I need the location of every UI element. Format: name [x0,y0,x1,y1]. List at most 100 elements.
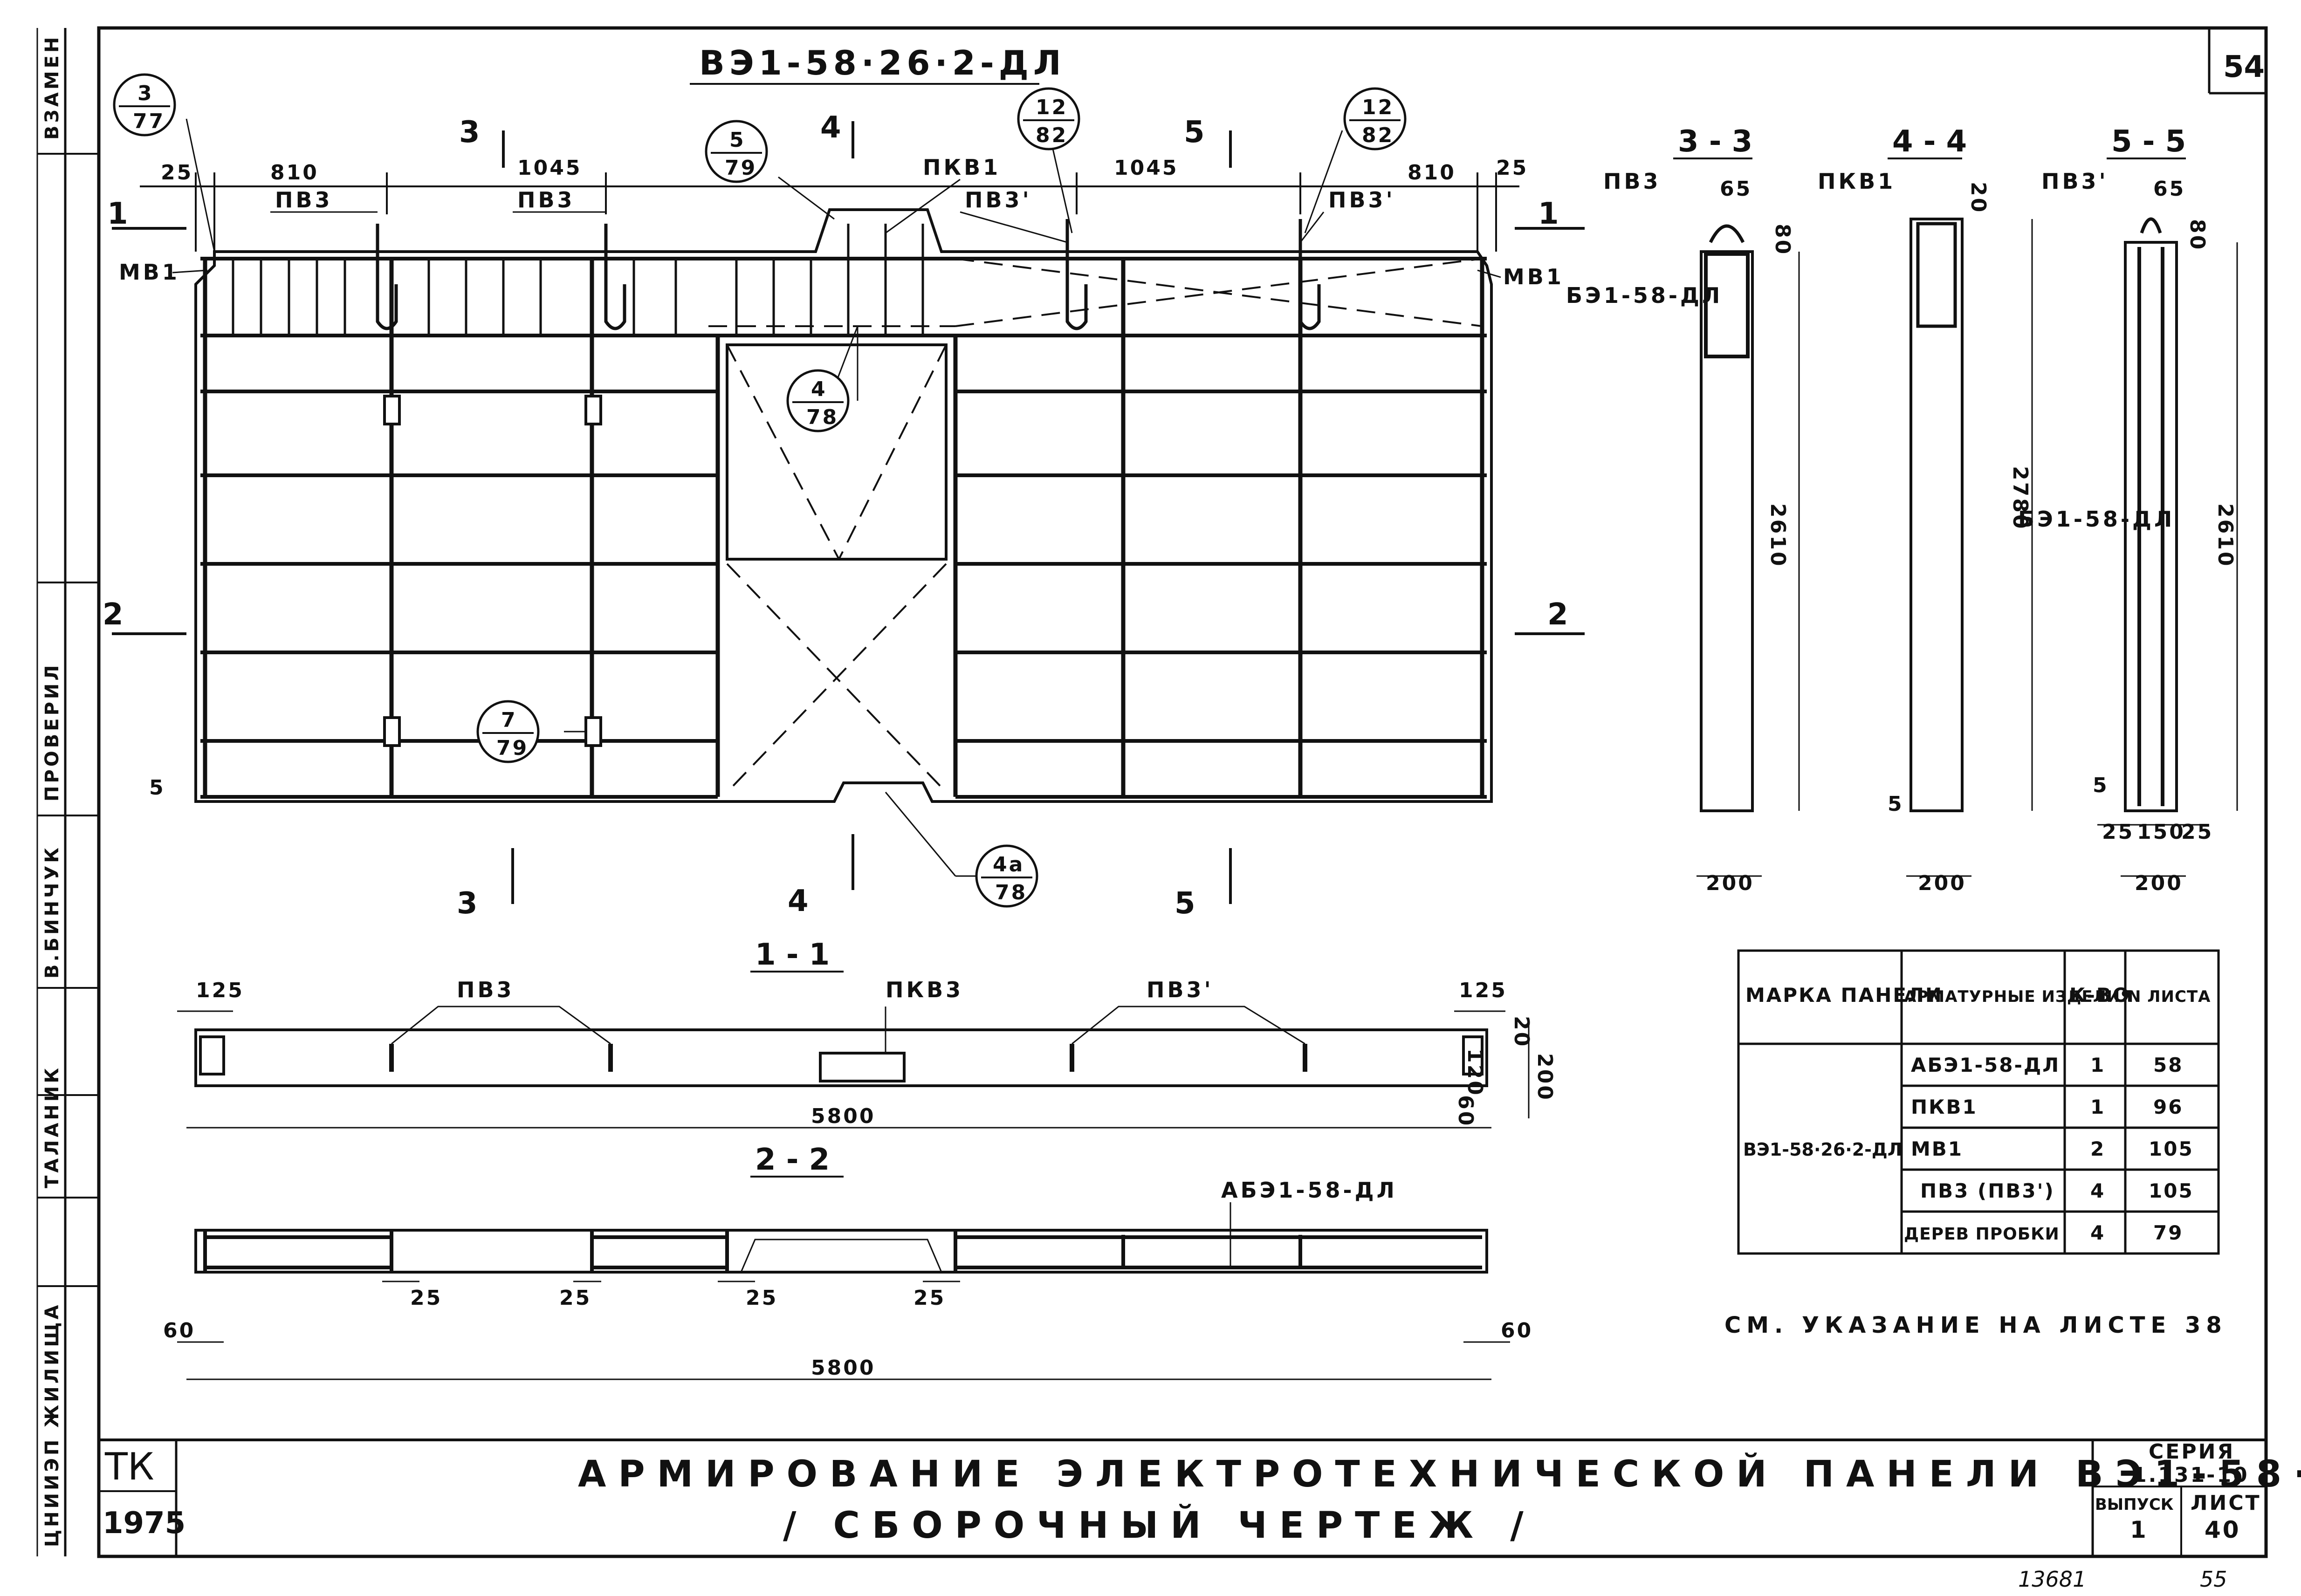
sec55-label-side: БЭ1-58-ДЛ [2018,507,2175,532]
sec11-title: 1 - 1 [755,938,830,972]
table-row-3-item: ПВ3 (ПВ3') [1920,1179,2055,1202]
sec55-dim-b2: 25 [2181,820,2213,844]
top-dimension [140,172,1519,252]
series-value: 1.131-10 [2132,1463,2249,1487]
sec44-height: 2780 [2008,466,2032,530]
sec11-dim-r3: 60 [1454,1095,1477,1127]
sec55-dim-b1: 150 [2137,820,2185,844]
callout-2-top: 12 [1036,96,1068,119]
callout-0-top: 3 [137,82,154,105]
label-mv1-right: МВ1 [1503,264,1564,289]
side-strip: ВЗАМЕН ПРОВЕРИЛ В.БИНЧУК ТАЛАНИК ЦНИИЭП … [41,34,63,1547]
series-label: СЕРИЯ [2149,1440,2235,1464]
callout-0-bottom: 77 [133,110,165,133]
sec55-title: 5 - 5 [2111,124,2186,159]
table-row-4-qty: 4 [2090,1221,2105,1244]
title-year: 1975 [103,1506,185,1541]
callout-5-bottom: 79 [496,736,529,760]
sec33-label-side: БЭ1-58-ДЛ [1566,283,1723,308]
note-text: СМ. УКАЗАНИЕ НА ЛИСТЕ 38 [1724,1312,2227,1338]
sec11-dim-end-right: 125 [1459,979,1507,1002]
sec22-title: 2 - 2 [755,1143,830,1177]
dim-bottom-5: 5 [149,776,165,800]
callout-5-top: 7 [501,708,517,732]
callout-4-top: 4 [811,377,827,401]
table-header-sheet: N ЛИСТА [2128,987,2211,1006]
table-header-panel: МАРКА ПАНЕЛИ [1745,984,1943,1007]
callout-6-bottom: 78 [995,881,1027,904]
sec33-title: 3 - 3 [1678,124,1752,159]
table-row-1-qty: 1 [2090,1096,2105,1118]
table-row-4-item: ДЕРЕВ ПРОБКИ [1904,1225,2060,1244]
sec11-dim-r0: 20 [1510,1016,1533,1048]
sheet-value: 40 [2205,1516,2241,1543]
sec33-dim-top: 65 [1720,177,1752,201]
vertical-bars [203,259,1484,797]
dim-top-5: 25 [1496,156,1528,180]
sec11-length: 5800 [811,1104,875,1128]
page-number: 54 [2223,50,2265,84]
label-pv3p-right: ПВ3' [1328,187,1395,212]
table-row-1-item: ПКВ1 [1911,1096,1978,1118]
side-text-org: ЦНИИЭП ЖИЛИЩА [41,1302,63,1547]
table-row-1-sheet: 96 [2153,1096,2183,1118]
sec55-height: 2610 [2213,503,2237,568]
section-2-2: 2 - 2 АБЭ1-5 [163,1143,1533,1380]
dim-top-4: 810 [1408,161,1456,185]
sec-4-top: 4 [820,110,841,145]
main-elevation: ВЭ1-58·26·2-ДЛ [103,43,1585,921]
dim-top-3: 1045 [1114,156,1178,180]
callout-6-top: 4а [993,853,1024,877]
sec-2-right: 2 [1547,597,1568,632]
sec22-label: АБЭ1-58-ДЛ [1221,1178,1397,1203]
table-row-3-qty: 4 [2090,1179,2105,1202]
sec44-dim-top: 20 [1966,182,1990,214]
sec-4-bottom: 4 [788,884,809,918]
dim-top-2: 1045 [517,156,582,180]
horizontal-bars [200,257,1487,799]
label-mv1-left: МВ1 [119,260,180,285]
title-org: ТК [104,1445,154,1488]
sec22-gap-2: 25 [746,1286,778,1310]
table-header-qty: К-ВО [2069,984,2130,1007]
sec11-label-pv3p: ПВ3' [1147,977,1214,1002]
sec55-dim-top2: 80 [2185,219,2209,251]
sec55-dim-bottom: 5 [2093,774,2109,797]
sec-2-left: 2 [103,597,124,632]
callout-1-top: 5 [729,128,746,152]
sec11-dim-end-left: 125 [196,979,244,1002]
title-block: ТК 1975 АРМИРОВАНИЕ ЭЛЕКТРОТЕХНИЧЕСКОЙ П… [103,1440,2301,1547]
callout-3-top: 12 [1362,96,1394,119]
sec22-gap-3: 25 [914,1286,946,1310]
table-row-2-qty: 2 [2090,1137,2105,1160]
sec55-label-top: ПВ3' [2041,169,2109,194]
sec44-dim-bottom: 5 [1888,792,1904,816]
sec11-label-pv3: ПВ3 [457,977,515,1002]
side-text-name2: ТАЛАНИК [41,1065,63,1188]
side-text-name1: В.БИНЧУК [41,845,63,979]
issue-value: 1 [2130,1516,2148,1543]
dashed-lines [708,258,1483,793]
sec11-dim-r1: 120 [1463,1048,1487,1097]
sec22-end-right: 60 [1501,1319,1533,1343]
label-pv3-mid: ПВ3 [517,187,575,212]
lifting-loops [376,219,1321,330]
section-1-1: 1 - 1 125 125 ПВ3 ПКВ3 ПВ3' 20 120 200 6… [177,938,1557,1129]
sec-1-left: 1 [107,197,128,231]
callout-4-bottom: 78 [806,405,838,429]
panel-outline [194,208,1493,803]
table-row-0-qty: 1 [2090,1054,2105,1076]
sec-1-right: 1 [1538,197,1559,231]
main-view-title: ВЭ1-58·26·2-ДЛ [699,43,1066,82]
sheet-frame [36,26,2268,1558]
sheet-label: ЛИСТ [2191,1491,2261,1515]
sec11-dim-r2: 200 [1533,1053,1557,1102]
sec55-width: 200 [2135,871,2183,895]
sec55-dim-b0: 25 [2102,820,2134,844]
sec22-end-left: 60 [163,1319,195,1343]
section-5-5: 5 - 5 ПВ3' 65 80 БЭ1-58-ДЛ 2610 5 25 150… [2018,124,2238,895]
bottom-code-1: 55 [2200,1567,2227,1592]
table-row-2-item: МВ1 [1911,1137,1963,1160]
bottom-code-0: 13681 [2018,1567,2086,1592]
